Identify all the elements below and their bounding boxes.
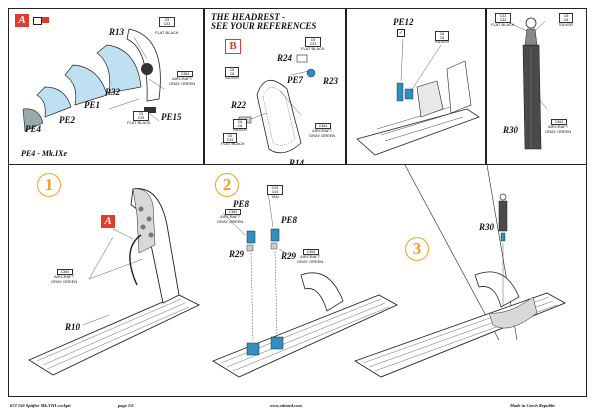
paint-name: FLAT BLACK	[301, 46, 325, 51]
paint-ref: C364	[551, 119, 567, 125]
paint-ref: C5 C33	[133, 111, 149, 121]
panel-d-drawing	[504, 17, 548, 150]
paint-ref: C5 C33	[223, 133, 237, 143]
paint-name: TAN	[271, 194, 279, 199]
part-label: PE8	[233, 199, 250, 209]
part-label: R13	[109, 27, 125, 37]
step-1-number: 1	[37, 173, 61, 197]
part-label: R22	[231, 100, 247, 110]
step-2-drawing	[212, 184, 398, 378]
part-label: PE4	[25, 124, 42, 134]
paint-name: AIRCRAFT GRAY GREEN	[297, 254, 324, 264]
panel-b: THE HEADREST - SEE YOUR REFERENCES B R24…	[204, 8, 346, 168]
panel-b-title-line2: SEE YOUR REFERENCES	[211, 21, 317, 31]
paint-code: C364	[306, 250, 316, 254]
marker-a-chip	[33, 17, 42, 25]
paint-code: C33 C44	[271, 186, 279, 194]
step-1-drawing	[28, 188, 201, 376]
part-label: R30	[503, 125, 519, 135]
paint-ref: C8 C8	[225, 67, 239, 77]
panel-a: A R13 R32 PE1 PE2 PE4 PE15 C5 C33 FLAT B…	[8, 8, 204, 165]
paint-code: C5 C33	[226, 134, 234, 142]
paint-code: C5 C33	[163, 18, 171, 26]
paint-code: C8 C8	[237, 120, 243, 128]
paint-code: C364	[228, 210, 238, 214]
paint-ref: C364	[303, 249, 319, 255]
step-3-number: 3	[405, 237, 429, 261]
step-2-number: 2	[215, 173, 239, 197]
part-label: R29	[281, 251, 297, 261]
paint-code: C364	[554, 120, 564, 124]
panel-c: PE12 ✓ C8 C8 SILVER	[346, 8, 486, 165]
paint-ref: C364	[177, 71, 193, 77]
part-label: PE7	[287, 75, 304, 85]
part-label: R14	[289, 158, 305, 168]
part-label: PE12	[393, 17, 414, 27]
paint-ref: C5 C33	[305, 37, 321, 47]
marker-a-chip-red	[42, 17, 49, 23]
pe-indicator-icon: ✓	[397, 29, 405, 37]
part-label: PE2	[59, 115, 76, 125]
paint-name: SILVER	[559, 22, 573, 27]
paint-code: C8 C8	[229, 68, 235, 76]
paint-ref: C364	[57, 269, 73, 275]
panel-d: C33 C33 FLAT BLACK C8 C8 SILVER C364 AIR…	[486, 8, 587, 165]
part-label: PE1	[84, 100, 101, 110]
footer-page: page 2/6	[118, 403, 134, 408]
paint-name: AIRCRAFT GRAY GREEN	[217, 214, 244, 224]
part-label: R10	[65, 322, 81, 332]
paint-name: AIRCRAFT GRAY GREEN	[51, 274, 78, 284]
step-1-marker-a: A	[101, 215, 115, 228]
paint-code: C8 C8	[563, 14, 569, 22]
panel-c-drawing	[356, 38, 480, 156]
part-label: R24	[277, 53, 293, 63]
paint-ref: C8 C8	[559, 13, 573, 23]
panel-a-drawing	[22, 28, 165, 132]
paint-name: SILVER	[225, 75, 239, 80]
paint-name: SILVER	[435, 39, 449, 44]
step-3-drawing	[353, 193, 567, 378]
part-label: R30	[479, 222, 495, 232]
footer: 672 156 Spitfire Mk.VIII cockpit page 2/…	[0, 399, 595, 415]
paint-code: C364	[180, 72, 190, 76]
panel-a-caption: PE4 - Mk.IXe	[21, 149, 67, 158]
paint-name: FLAT BLACK	[491, 22, 515, 27]
paint-ref: C8 C8	[435, 31, 449, 41]
paint-code: C364	[318, 124, 328, 128]
paint-ref: C33 C33	[495, 13, 511, 23]
marker-b: B	[225, 39, 241, 54]
marker-a: A	[15, 14, 29, 27]
paint-ref: C8 C8	[233, 119, 247, 129]
part-label: R23	[323, 76, 339, 86]
paint-name: SILVER	[233, 127, 247, 132]
paint-ref: C364	[315, 123, 331, 129]
paint-code: C33 C33	[499, 14, 507, 22]
paint-code: C364	[60, 270, 70, 274]
paint-code: C8 C8	[439, 32, 445, 40]
part-label: R32	[105, 87, 121, 97]
paint-name: FLAT BLACK	[221, 141, 245, 146]
paint-name: AIRCRAFT GRAY GREEN	[309, 128, 336, 138]
paint-name: AIRCRAFT GRAY GREEN	[169, 76, 196, 86]
footer-made: Made in Czech Republic	[510, 403, 556, 408]
paint-name: AIRCRAFT GRAY GREEN	[545, 124, 572, 134]
paint-code: C5 C33	[309, 38, 317, 46]
part-label: R29	[229, 249, 245, 259]
part-label: PE15	[161, 112, 182, 122]
paint-name: FLAT BLACK	[155, 30, 179, 35]
part-label: PE8	[281, 215, 298, 225]
lower-area: 1 A C364 AIRCRAFT GRAY GREEN R10 2	[8, 164, 587, 397]
footer-site: www.eduard.com	[270, 403, 302, 408]
paint-name: FLAT BLACK	[127, 120, 151, 125]
footer-kit: 672 156 Spitfire Mk.VIII cockpit	[10, 403, 71, 408]
paint-ref: C33 C44	[267, 185, 283, 195]
panel-b-title-line1: THE HEADREST -	[211, 12, 286, 22]
paint-code: C5 C33	[137, 112, 145, 120]
paint-ref: C364	[225, 209, 241, 215]
paint-ref: C5 C33	[159, 17, 175, 27]
